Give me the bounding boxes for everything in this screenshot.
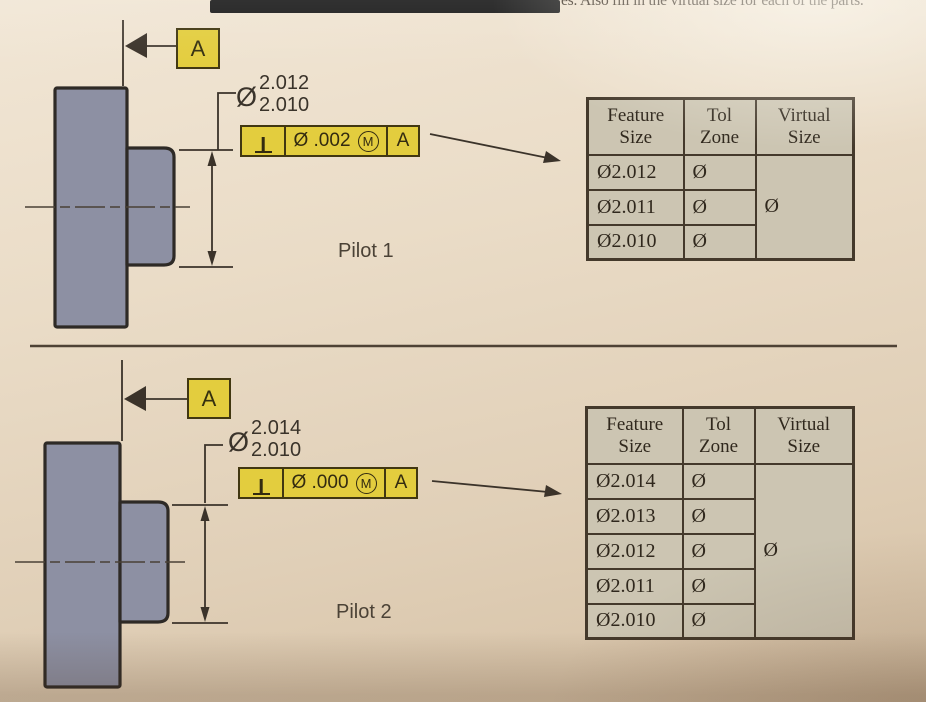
table-row: Ø2.014 Ø Ø: [585, 462, 855, 640]
pilot1-fcf-tolerance: Ø .002: [293, 130, 351, 151]
pilot2-datum-flag: A: [187, 378, 231, 419]
pilot2-part-drawing: [15, 441, 185, 689]
pilot1-size-callout: Ø 2.012 2.010: [236, 72, 309, 116]
tol-zone-cell[interactable]: Ø: [681, 462, 756, 500]
instruction-text-fragment: es. Also fill in the virtual size for ea…: [561, 0, 864, 9]
pilot2-fcf-datum-ref: A: [384, 469, 416, 497]
pilot1-size-upper: 2.012: [259, 72, 310, 94]
tol-zone-cell[interactable]: Ø: [682, 153, 757, 191]
pilot2-pointer-arrow: [431, 480, 562, 497]
pilot1-datum-callout: [122, 20, 177, 86]
pilot1-part-drawing: [25, 86, 190, 329]
pilot2-dim-leader: [204, 444, 223, 503]
pilot1-fcf-datum-ref: A: [386, 127, 418, 155]
datum-triangle-icon: [125, 33, 147, 58]
feature-size-cell: Ø2.011: [585, 567, 684, 605]
arrowhead-down-icon: [200, 607, 210, 622]
pilot1-label: Pilot 1: [338, 240, 394, 262]
virtual-size-cell[interactable]: Ø: [754, 153, 855, 261]
pilot1-feature-control-frame: Ø .002 M A: [240, 125, 420, 157]
pilot1-size-lower: 2.010: [259, 94, 310, 116]
pilot2-flange-shape: [43, 441, 122, 689]
arrowhead-up-icon: [200, 506, 210, 521]
pilot2-feature-control-frame: Ø .000 M A: [238, 467, 418, 499]
table-header-row: Feature Size Tol Zone Virtual Size: [585, 406, 855, 465]
col-virtual-size: Virtual Size: [753, 406, 855, 465]
pilot2-dimension-lines: [172, 444, 228, 624]
pilot1-table: Feature Size Tol Zone Virtual Size Ø2.01…: [586, 97, 855, 261]
pilot1-dim-leader: [217, 92, 236, 150]
arrowhead-up-icon: [207, 151, 217, 166]
pilot1-datum-flag: A: [176, 28, 220, 69]
table-header-row: Feature Size Tol Zone Virtual Size: [586, 97, 855, 156]
col-feature-size: Feature Size: [586, 97, 685, 156]
perpendicularity-icon: [254, 135, 272, 153]
perpendicularity-icon: [252, 477, 270, 495]
pilot2-datum-callout: [121, 360, 188, 441]
arrowhead-down-icon: [207, 251, 217, 266]
datum-triangle-icon: [124, 386, 146, 411]
arrowhead-right-icon: [544, 485, 562, 497]
circled-m-icon: M: [355, 472, 377, 494]
pilot2-label: Pilot 2: [336, 601, 392, 623]
col-tol-zone: Tol Zone: [682, 97, 757, 156]
pilot1-pointer-arrow: [429, 133, 561, 163]
tol-zone-cell[interactable]: Ø: [681, 532, 756, 570]
feature-size-cell: Ø2.010: [586, 223, 685, 261]
feature-size-cell: Ø2.014: [585, 462, 684, 500]
tol-zone-cell[interactable]: Ø: [681, 602, 756, 640]
feature-size-cell: Ø2.011: [586, 188, 685, 226]
feature-size-cell: Ø2.010: [585, 602, 684, 640]
arrowhead-right-icon: [543, 151, 561, 163]
table-row: Ø2.012 Ø Ø: [586, 153, 855, 261]
col-tol-zone: Tol Zone: [681, 406, 756, 465]
feature-size-cell: Ø2.012: [585, 532, 684, 570]
tol-zone-cell[interactable]: Ø: [682, 223, 757, 261]
pilot2-table: Feature Size Tol Zone Virtual Size Ø2.01…: [585, 406, 855, 640]
feature-size-cell: Ø2.012: [586, 153, 685, 191]
tol-zone-cell[interactable]: Ø: [681, 567, 756, 605]
virtual-size-cell[interactable]: Ø: [753, 462, 855, 640]
tol-zone-cell[interactable]: Ø: [682, 188, 757, 226]
diameter-symbol: Ø: [228, 427, 250, 457]
tol-zone-cell[interactable]: Ø: [681, 497, 756, 535]
pilot2-size-callout: Ø 2.014 2.010: [228, 417, 301, 461]
pilot2-size-lower: 2.010: [251, 439, 302, 461]
col-feature-size: Feature Size: [585, 406, 684, 465]
pilot1-dimension-lines: [179, 92, 236, 268]
pilot2-size-upper: 2.014: [251, 417, 302, 439]
pilot2-fcf-tolerance: Ø .000: [291, 472, 349, 493]
feature-size-cell: Ø2.013: [585, 497, 684, 535]
pilot2-arrow-shaft: [431, 480, 549, 493]
diameter-symbol: Ø: [236, 82, 258, 112]
circled-m-icon: M: [357, 130, 379, 152]
pilot1-arrow-shaft: [429, 133, 549, 159]
redacted-highlight: [210, 0, 560, 13]
col-virtual-size: Virtual Size: [754, 97, 855, 156]
